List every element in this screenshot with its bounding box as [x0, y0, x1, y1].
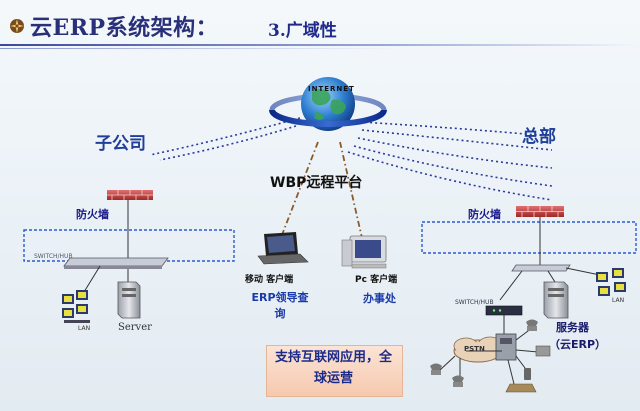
switch-label-right: SWITCH/HUB [455, 299, 494, 306]
pc-client-label: Pc 客户端 [355, 275, 398, 285]
firewall-icon-left [107, 190, 153, 200]
laptop-icon [257, 232, 309, 265]
feature-callout-text: 支持互联网应用，全球运营 [274, 350, 392, 386]
mobile-phone-icon [524, 368, 531, 380]
branch-label: 子公司 [95, 134, 146, 154]
link-globe-hq-4 [353, 145, 553, 187]
link-globe-hq-1 [359, 121, 549, 137]
office-label: 办事处 [363, 292, 396, 305]
title-underline-thin [0, 48, 400, 49]
telephone-icon-2 [452, 375, 464, 387]
desktop-pc-icon [341, 235, 387, 269]
network-switch-icon-right [511, 264, 571, 272]
link-globe-branch-1 [149, 117, 301, 156]
globe-icon [269, 77, 387, 131]
cloud-erp-label: （云ERP） [549, 338, 607, 351]
lan-label-right: LAN [612, 297, 625, 304]
link-globe-pc [339, 141, 363, 239]
server-label: Server [118, 322, 152, 333]
feature-callout-box [266, 345, 403, 397]
firewall-icon-right [516, 206, 564, 217]
telephone-icon-1 [430, 363, 442, 375]
telephone-icon-3 [526, 319, 538, 331]
page-subtitle: 3.广域性 [268, 21, 337, 41]
compass-bullet-icon [10, 19, 24, 33]
headquarters-label: 总部 [522, 127, 556, 147]
access-gateway-icon [495, 333, 517, 361]
lan-label-left: LAN [78, 325, 91, 332]
network-switch-icon-left [63, 257, 169, 269]
printer-icon [505, 383, 537, 393]
title-underline [0, 44, 640, 46]
firewall-label-left: 防火墙 [76, 208, 109, 221]
hq-lan-boundary [421, 221, 637, 254]
firewall-label-right: 防火墙 [468, 208, 501, 221]
workstation-group-icon-left [62, 290, 90, 323]
switch-label-left: SWITCH/HUB [34, 253, 73, 260]
servers-label: 服务器 [556, 321, 589, 334]
router-icon-right [485, 305, 523, 316]
mobile-client-label: 移动 客户端 [245, 275, 294, 285]
server-tower-icon-left [117, 281, 141, 319]
internet-label: INTERNET [308, 85, 355, 93]
link-globe-hq-5 [347, 151, 553, 201]
link-globe-branch-2 [159, 125, 297, 161]
erp-query-label: ERP领导查询 [251, 291, 309, 320]
wbp-platform-label: WBP远程平台 [270, 175, 363, 191]
server-tower-icon-right [543, 281, 569, 319]
link-globe-mobile [279, 141, 319, 241]
pstn-label: PSTN [464, 345, 485, 353]
page-title: 云ERP系统架构： [30, 15, 219, 41]
fax-icon [535, 345, 551, 357]
workstation-group-icon-right [596, 268, 626, 296]
